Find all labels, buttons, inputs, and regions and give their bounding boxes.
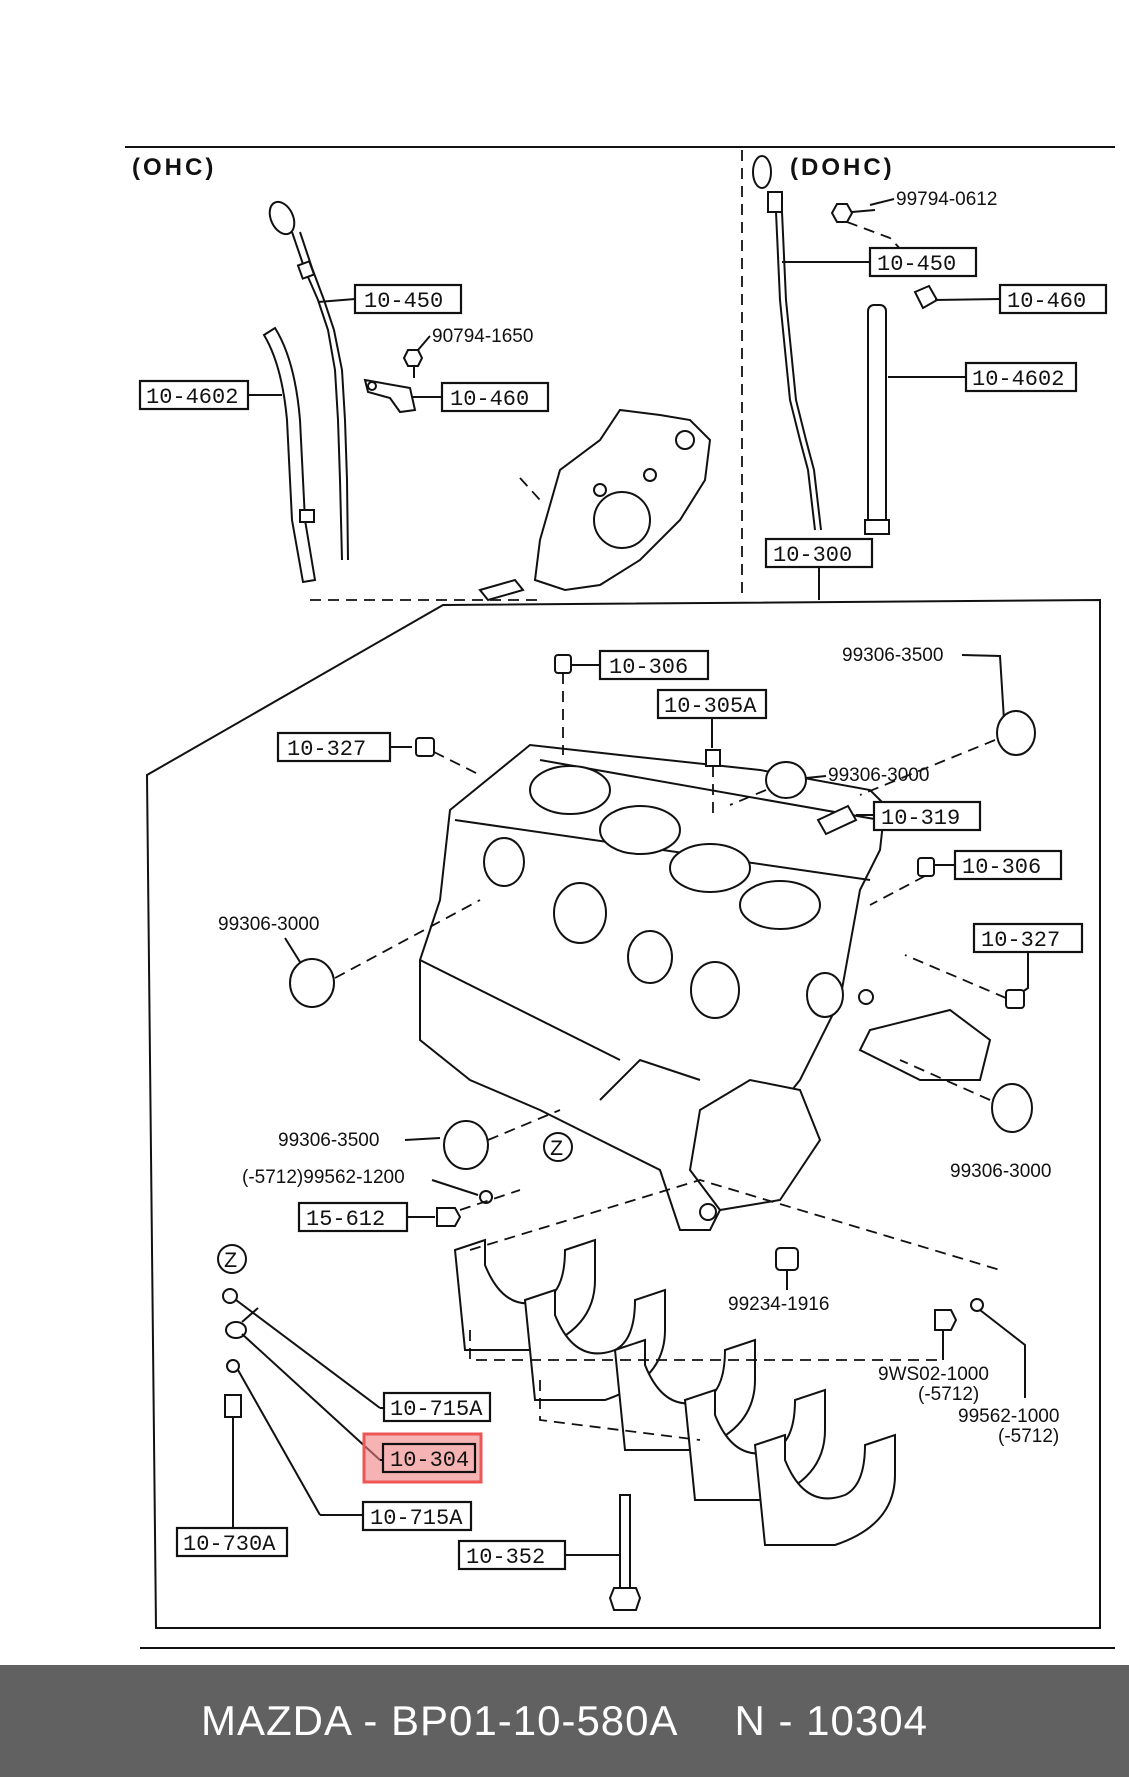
- parts-diagram: (OHC) (DOHC) 10-450 90794-1650 10-4602 1…: [125, 146, 1115, 1649]
- label-c10-730a[interactable]: 10-730A: [175, 1526, 289, 1558]
- svg-text:10-300: 10-300: [773, 543, 852, 568]
- svg-text:10-715A: 10-715A: [370, 1506, 463, 1531]
- svg-text:10-460: 10-460: [450, 387, 529, 412]
- label-c5712b: (-5712): [998, 1426, 1059, 1447]
- z-marker-center: [543, 1132, 573, 1162]
- label-c99306-3500b: 99306-3500: [278, 1130, 379, 1151]
- svg-text:10-715A: 10-715A: [390, 1397, 483, 1422]
- svg-text:10-327: 10-327: [981, 928, 1060, 953]
- pin-10-319: [816, 804, 858, 836]
- svg-text:10-306: 10-306: [962, 855, 1041, 880]
- label-r10-460[interactable]: 10-460: [998, 283, 1108, 315]
- label-c99306-3000c: 99306-3000: [950, 1161, 1051, 1182]
- svg-text:10-450: 10-450: [877, 252, 956, 277]
- svg-text:10-304: 10-304: [390, 1448, 469, 1473]
- label-l90794-1650: 90794-1650: [432, 326, 533, 347]
- label-c10-305a[interactable]: 10-305A: [656, 688, 768, 720]
- label-l10-4602[interactable]: 10-4602: [138, 379, 250, 411]
- svg-text:10-327: 10-327: [287, 737, 366, 762]
- plug-99306-3000a: [765, 761, 807, 799]
- plug-99306-3500b: [443, 1120, 489, 1170]
- svg-text:10-730A: 10-730A: [183, 1532, 276, 1557]
- svg-text:10-305A: 10-305A: [664, 694, 757, 719]
- label-c15-612[interactable]: 15-612: [297, 1201, 409, 1233]
- label-l10-460[interactable]: 10-460: [440, 381, 550, 413]
- label-c99306-3000b: 99306-3000: [218, 914, 319, 935]
- z-marker-left: [217, 1244, 247, 1274]
- plug-99306-3000c: [991, 1083, 1033, 1133]
- block-frame: [145, 598, 1101, 1629]
- svg-text:10-352: 10-352: [466, 1545, 545, 1570]
- plug-99306-3500: [996, 710, 1036, 756]
- oil-pump-sketch: [478, 408, 712, 602]
- svg-text:Z: Z: [224, 1249, 237, 1274]
- ohc-dipstick-group: [262, 200, 424, 584]
- label-c10-352[interactable]: 10-352: [457, 1539, 567, 1571]
- ohc-header: (OHC): [132, 154, 216, 181]
- svg-text:10-450: 10-450: [364, 289, 443, 314]
- main-bearing-bolt: [608, 1494, 642, 1611]
- pin-99234-1916: [775, 1247, 799, 1271]
- svg-text:10-4602: 10-4602: [972, 367, 1064, 392]
- label-r99794-0612: 99794-0612: [896, 189, 997, 210]
- label-c5712a: (-5712): [918, 1384, 979, 1405]
- svg-text:10-4602: 10-4602: [146, 385, 238, 410]
- dohc-dipstick-group: [752, 155, 939, 535]
- svg-text:Z: Z: [550, 1137, 563, 1162]
- label-c10-304-highlighted[interactable]: 10-304: [362, 1432, 483, 1484]
- label-c99306-3000a: 99306-3000: [828, 765, 929, 786]
- footer-part-number: MAZDA - BP01-10-580A: [201, 1697, 679, 1744]
- label-c10-327a[interactable]: 10-327: [276, 731, 392, 763]
- label-l10-450[interactable]: 10-450: [353, 283, 463, 315]
- label-r10-300[interactable]: 10-300: [764, 537, 874, 569]
- main-bearing-caps: [453, 1238, 896, 1546]
- label-c99562-1000: 99562-1000: [958, 1406, 1059, 1427]
- label-c99234-1916: 99234-1916: [728, 1294, 829, 1315]
- dowel-10-306: [554, 654, 572, 674]
- svg-text:10-306: 10-306: [609, 655, 688, 680]
- part-number-footer: MAZDA - BP01-10-580A N - 10304: [0, 1665, 1129, 1777]
- label-c10-319[interactable]: 10-319: [872, 800, 982, 832]
- label-c10-306b[interactable]: 10-306: [953, 849, 1063, 881]
- footer-ref-number: N - 10304: [734, 1697, 928, 1744]
- label-c9ws02-1000: 9WS02-1000: [878, 1364, 989, 1385]
- dohc-header: (DOHC): [790, 154, 895, 181]
- svg-text:15-612: 15-612: [306, 1207, 385, 1232]
- label-c5712-99562: (-5712)99562-1200: [242, 1167, 405, 1188]
- label-c99306-3500a: 99306-3500: [842, 645, 943, 666]
- label-r10-450[interactable]: 10-450: [868, 246, 978, 278]
- label-c10-327b[interactable]: 10-327: [972, 922, 1084, 954]
- label-c10-306a[interactable]: 10-306: [598, 649, 710, 681]
- label-c10-715a-bot[interactable]: 10-715A: [361, 1500, 473, 1532]
- svg-text:10-460: 10-460: [1007, 289, 1086, 314]
- label-c10-715a-top[interactable]: 10-715A: [382, 1391, 492, 1423]
- plug-99306-3000b: [289, 958, 335, 1008]
- svg-text:10-319: 10-319: [881, 806, 960, 831]
- label-r10-4602[interactable]: 10-4602: [964, 361, 1078, 393]
